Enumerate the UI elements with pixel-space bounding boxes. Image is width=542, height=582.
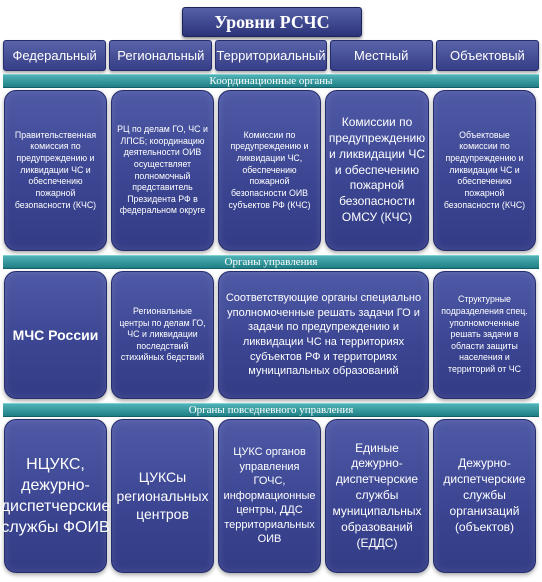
level-federal: Федеральный — [3, 40, 107, 71]
management-row: МЧС России Региональные центры по делам … — [4, 271, 540, 399]
section-coordination: Координационные органы — [3, 74, 539, 88]
section-daily: Органы повседневного управления — [3, 403, 539, 417]
daily-regional: ЦУКСы региональных центров — [111, 419, 214, 573]
diagram-title: Уровни РСЧС — [182, 7, 362, 37]
daily-object: Дежурно-диспетчерские службы организаций… — [433, 419, 536, 573]
level-object: Объектовый — [435, 40, 540, 71]
level-territorial: Территориальный — [215, 40, 327, 71]
management-territorial-local: Соответствующие органы специально уполно… — [218, 271, 429, 399]
section-management: Органы управления — [3, 255, 539, 269]
coordination-regional: РЦ по делам ГО, ЧС и ЛПСБ; координацию д… — [111, 90, 214, 251]
coordination-federal: Правительственная комиссия по предупрежд… — [4, 90, 107, 251]
daily-local: Единые дежурно-диспетчерские службы муни… — [325, 419, 429, 573]
level-local: Местный — [329, 40, 433, 71]
daily-territorial: ЦУКС органов управления ГОЧС, информацио… — [218, 419, 321, 573]
daily-row: НЦУКС, дежурно-диспетчерские службы ФОИВ… — [1, 419, 540, 573]
coordination-territorial: Комиссии по предупреждению и ликвидации … — [218, 90, 321, 251]
management-object: Структурные подразделения спец. уполномо… — [433, 271, 536, 399]
daily-federal: НЦУКС, дежурно-диспетчерские службы ФОИВ — [1, 419, 110, 573]
management-federal: МЧС России — [4, 271, 107, 399]
coordination-row: Правительственная комиссия по предупрежд… — [4, 90, 540, 251]
management-regional: Региональные центры по делам ГО, ЧС и ли… — [111, 271, 214, 399]
levels-header: Федеральный Региональный Территориальный… — [3, 40, 540, 71]
coordination-object: Объектовые комиссии по предупреждению и … — [433, 90, 536, 251]
level-regional: Региональный — [109, 40, 213, 71]
coordination-local: Комиссии по предупреждению и ликвидации … — [325, 90, 429, 251]
